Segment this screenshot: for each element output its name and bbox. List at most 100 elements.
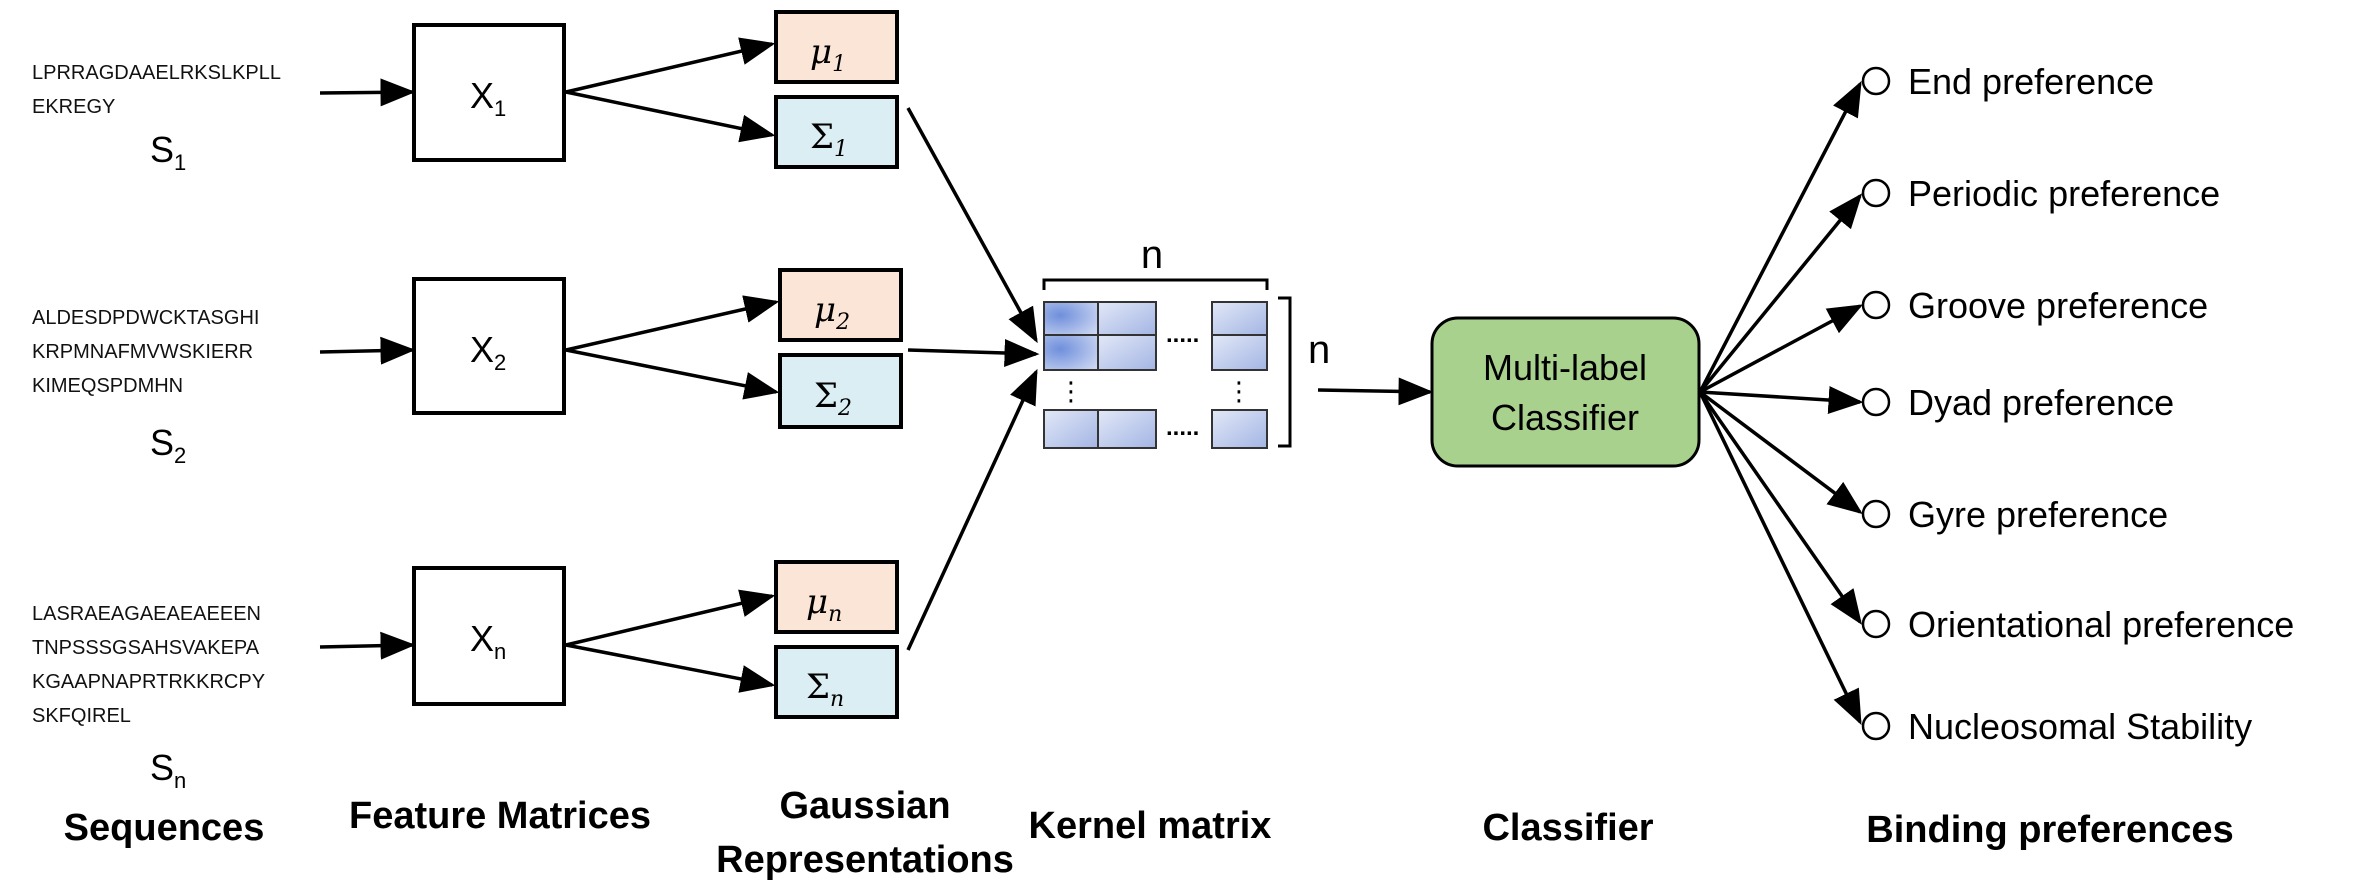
gaussian-n: μn Σn <box>774 560 899 719</box>
preference-list: End preference Periodic preference Groov… <box>1861 61 2294 747</box>
sigma-1-label: Σ1 <box>810 117 848 162</box>
preference-gyre: Gyre preference <box>1908 494 2168 535</box>
sequence-n-label: Sn <box>150 747 186 793</box>
sequence-1: LPRRAGDAAELRKSLKPLL EKREGY S1 <box>32 62 281 175</box>
output-node-icon <box>1861 290 1891 320</box>
arrow-seq1-to-x1 <box>319 78 416 107</box>
sequence-2-line-2: KRPMNAFMVWSKIERR <box>32 341 253 363</box>
label-binding-preferences: Binding preferences <box>1866 809 2233 851</box>
feature-matrix-n: Xn <box>412 566 566 706</box>
kernel-cell <box>1211 301 1268 336</box>
output-node-icon <box>1861 499 1891 529</box>
kernel-side-brace <box>1278 296 1292 448</box>
arrow-to-end-preference <box>1698 80 1862 393</box>
classifier-rect <box>1430 316 1701 468</box>
sequence-n-line-2: TNPSSSGSAHSVAKEPA <box>32 637 260 659</box>
preference-end: End preference <box>1908 61 2154 102</box>
arrow-to-gyre-preference <box>1698 390 1863 515</box>
label-sequences: Sequences <box>64 807 265 849</box>
feature-matrix-2: X2 <box>412 277 566 415</box>
kernel-cell <box>1043 301 1099 336</box>
preference-nucleosomal-stability: Nucleosomal Stability <box>1908 706 2252 747</box>
sequence-n-line-4: SKFQIREL <box>32 705 131 727</box>
kernel-side-label: n <box>1308 328 1330 372</box>
kernel-dots-col1: ⋮ <box>1058 377 1084 407</box>
sigma-box-2 <box>778 353 903 429</box>
sequence-1-line-2: EKREGY <box>32 96 115 118</box>
column-labels: Sequences Feature Matrices Gaussian Repr… <box>64 785 2234 881</box>
gaussian-1: μ1 Σ1 <box>774 10 899 169</box>
arrow-xn-to-mun <box>565 589 776 647</box>
arrow-gaussian1-to-kernel <box>906 107 1038 344</box>
sequence-1-line-1: LPRRAGDAAELRKSLKPLL <box>32 62 281 84</box>
arrow-to-groove-preference <box>1699 304 1864 394</box>
output-node-icon <box>1861 609 1891 639</box>
gaussian-2: μ2 Σ2 <box>778 268 903 429</box>
preference-groove: Groove preference <box>1908 285 2208 326</box>
output-node-icon <box>1861 387 1891 417</box>
sigma-n-label: Σn <box>806 667 844 712</box>
arrow-gaussiann-to-kernel <box>906 368 1038 651</box>
kernel-cell <box>1211 409 1268 449</box>
kernel-dots-row1: ..... <box>1166 321 1199 348</box>
sigma-box-n <box>774 645 899 719</box>
feature-matrix-1: X1 <box>412 23 566 162</box>
mu-1-label: μ1 <box>810 32 846 77</box>
kernel-cell <box>1043 334 1099 371</box>
feature-matrix-n-label: Xn <box>470 618 506 664</box>
arrow-x2-to-mu2 <box>565 295 780 352</box>
kernel-top-label: n <box>1141 233 1163 277</box>
kernel-cell <box>1097 334 1157 371</box>
sequence-n-line-1: LASRAEAGAEAEAEEEN <box>32 603 261 625</box>
kernel-cell <box>1097 409 1157 449</box>
kernel-dots-col3: ⋮ <box>1226 377 1252 407</box>
output-node-icon <box>1861 66 1891 96</box>
preference-arrows <box>1698 80 1864 726</box>
arrow-x1-to-mu1 <box>565 37 776 94</box>
sequence-n: LASRAEAGAEAEAEEEN TNPSSSGSAHSVAKEPA KGAA… <box>32 603 265 793</box>
sequence-2: ALDESDPDWCKTASGHI KRPMNAFMVWSKIERR KIMEQ… <box>32 307 259 468</box>
sequence-1-label: S1 <box>150 129 186 175</box>
arrow-to-nucleosomal-stability <box>1698 391 1862 726</box>
kernel-cell <box>1043 409 1099 449</box>
sigma-2-label: Σ2 <box>814 376 852 421</box>
kernel-cell <box>1211 334 1268 371</box>
mu-box-2 <box>778 268 903 342</box>
mu-2-label: μ2 <box>814 290 850 335</box>
arrow-to-periodic-preference <box>1698 193 1863 394</box>
preference-dyad: Dyad preference <box>1908 382 2174 423</box>
arrow-seqn-to-xn <box>319 631 416 660</box>
sequence-2-label: S2 <box>150 422 186 468</box>
sequence-2-line-3: KIMEQSPDMHN <box>32 375 183 397</box>
arrow-to-dyad-preference <box>1699 386 1864 415</box>
kernel-cell <box>1097 301 1157 336</box>
arrow-x1-to-sigma1 <box>565 90 776 143</box>
classifier-box: Multi-label Classifier <box>1430 316 1701 468</box>
label-kernel-matrix: Kernel matrix <box>1029 805 1272 847</box>
label-gaussian-line-2: Representations <box>716 839 1014 881</box>
arrow-kernel-to-classifier <box>1317 377 1434 406</box>
sigma-box-1 <box>774 95 899 169</box>
label-gaussian-line-1: Gaussian <box>779 785 950 827</box>
arrow-xn-to-sigman <box>565 643 776 693</box>
kernel-dots-row3: ..... <box>1166 414 1199 441</box>
kernel-matrix: n n ..... ..... ⋮ ⋮ <box>1042 233 1330 449</box>
sequence-2-line-1: ALDESDPDWCKTASGHI <box>32 307 259 329</box>
kernel-top-brace <box>1042 278 1269 290</box>
label-feature-matrices: Feature Matrices <box>349 795 651 837</box>
output-node-icon <box>1861 178 1891 208</box>
label-classifier: Classifier <box>1482 807 1653 849</box>
output-node-icon <box>1861 711 1891 741</box>
feature-matrix-1-label: X1 <box>470 75 506 121</box>
arrow-seq2-to-x2 <box>319 336 416 365</box>
mu-n-label: μn <box>806 582 842 627</box>
arrow-gaussian2-to-kernel <box>907 339 1040 368</box>
arrow-to-orientational-preference <box>1698 391 1862 625</box>
classifier-line-2: Classifier <box>1491 397 1639 438</box>
preference-periodic: Periodic preference <box>1908 173 2220 214</box>
mu-box-n <box>774 560 899 634</box>
mu-box-1 <box>774 10 899 84</box>
feature-matrix-2-label: X2 <box>470 329 506 375</box>
classifier-line-1: Multi-label <box>1483 347 1647 388</box>
